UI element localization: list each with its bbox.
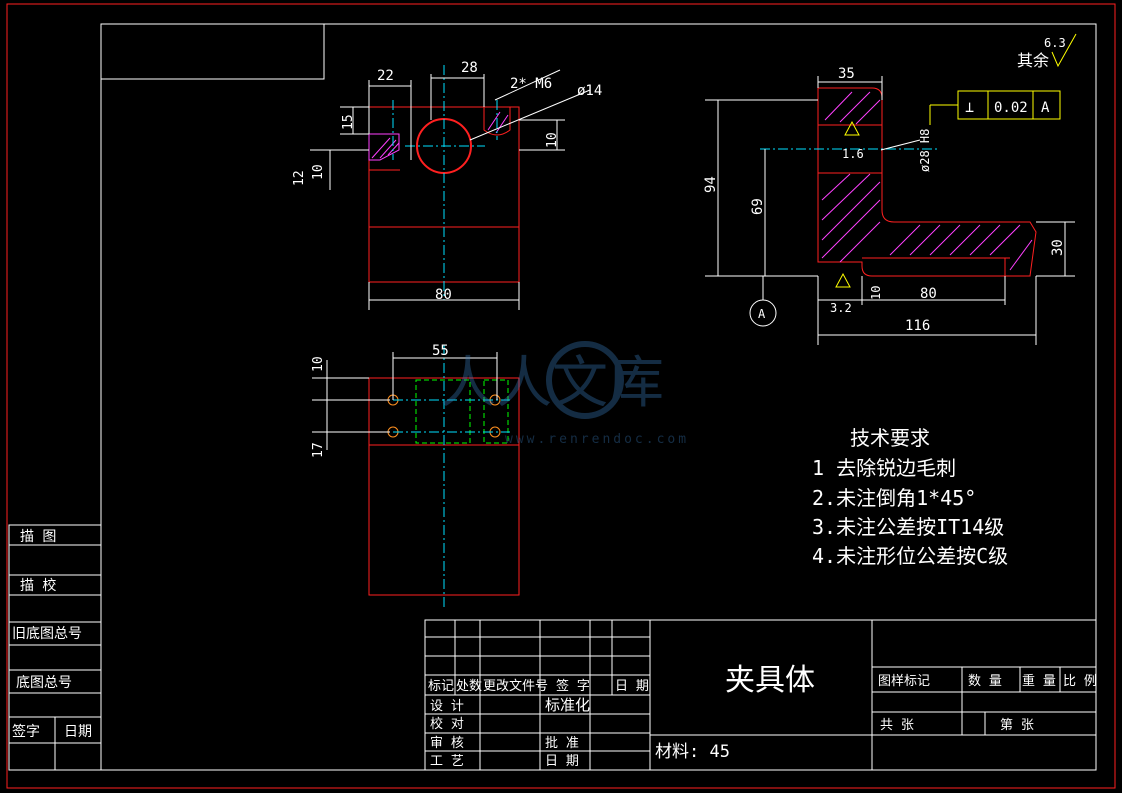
dim-15: 15 — [341, 114, 356, 130]
watermark-text: 人人文库 — [440, 351, 664, 416]
section-hatch — [821, 91, 1033, 271]
dim-116: 116 — [905, 318, 930, 334]
tech-item-4: 4.未注形位公差按C级 — [812, 544, 1008, 568]
tb-stage-mark: 图样标记 — [878, 674, 930, 689]
part-name: 夹具体 — [725, 663, 815, 698]
dim-side-10: 10 — [869, 286, 883, 300]
surface-finish-symbol — [1051, 33, 1077, 68]
dim-55: 55 — [432, 343, 449, 359]
tech-item-2: 2.未注倒角1*45° — [812, 486, 976, 510]
tb-mark: 标记 — [428, 679, 454, 694]
tb-proofread: 校 对 — [430, 716, 464, 732]
outer-frame — [6, 3, 1116, 789]
tb-scale: 比 例 — [1063, 674, 1097, 689]
tech-item-1: 1 去除锐边毛刺 — [812, 456, 956, 480]
tolerance-value: 0.02 — [994, 100, 1028, 116]
surface-finish-other: 其余 — [1017, 51, 1049, 70]
tb-process: 工 艺 — [430, 754, 464, 769]
tb-approve: 批 准 — [545, 736, 579, 751]
title-block — [424, 619, 1097, 771]
tb-process-date: 日 期 — [545, 754, 579, 769]
strip-draw: 描 图 — [20, 529, 56, 545]
tb-quantity: 数 量 — [968, 674, 1002, 689]
tolerance-frame: ⊥ 0.02 A — [929, 90, 1061, 125]
left-strip — [8, 524, 102, 771]
material: 材料: 45 — [655, 742, 730, 762]
tb-weight: 重 量 — [1022, 673, 1056, 689]
watermark: 人人文库 www.renrendoc.com — [440, 341, 689, 447]
dim-94: 94 — [703, 176, 719, 193]
tb-total-sheets: 共 张 — [880, 718, 914, 733]
tb-signature: 签 字 — [556, 678, 590, 694]
dim-35: 35 — [838, 66, 855, 82]
dim-69: 69 — [750, 198, 766, 215]
watermark-url: www.renrendoc.com — [505, 432, 689, 447]
tech-title: 技术要求 — [850, 426, 930, 450]
dim-17: 17 — [311, 442, 326, 458]
strip-base-no: 底图总号 — [16, 675, 72, 691]
top-left-box — [100, 23, 325, 80]
tb-count: 处数 — [456, 679, 482, 694]
side-dims — [705, 76, 1075, 345]
tolerance-datum: A — [1041, 100, 1050, 116]
tech-item-3: 3.未注公差按IT14级 — [812, 515, 1004, 539]
roughness-base: 3.2 — [830, 301, 852, 315]
front-centerlines — [392, 65, 498, 300]
side-view — [817, 87, 1037, 277]
dim-thread: 2* M6 — [510, 76, 552, 92]
roughness-symbols — [835, 120, 860, 288]
surface-finish-value: 6.3 — [1044, 36, 1066, 50]
strip-old-no: 旧底图总号 — [12, 626, 82, 642]
roughness-bore: 1.6 — [842, 147, 864, 161]
dim-10a: 10 — [311, 164, 326, 180]
dim-10b: 10 — [545, 132, 560, 148]
tb-date: 日 期 — [615, 679, 649, 694]
dim-12: 12 — [292, 170, 307, 186]
strip-check: 描 校 — [20, 577, 56, 594]
dim-80-front: 80 — [435, 287, 452, 303]
tb-change-doc: 更改文件号 — [483, 679, 548, 694]
strip-date: 日期 — [64, 724, 92, 740]
perpendicularity-symbol: ⊥ — [965, 98, 974, 116]
dim-dia14: ø14 — [577, 83, 602, 99]
front-dims — [310, 69, 591, 310]
dim-30: 30 — [1050, 239, 1066, 256]
tb-review: 审 核 — [430, 736, 464, 751]
tb-standardize: 标准化 — [545, 696, 590, 714]
dim-22: 22 — [377, 68, 394, 84]
strip-sign: 签字 — [12, 723, 40, 740]
dim-side-80: 80 — [920, 286, 937, 302]
tb-sheet-no: 第 张 — [1000, 718, 1034, 733]
tb-design: 设 计 — [430, 699, 464, 714]
datum-a: A — [758, 307, 766, 321]
bore-label: ø28 H8 — [918, 129, 932, 172]
dim-28: 28 — [461, 60, 478, 76]
dim-top-10: 10 — [311, 356, 326, 372]
